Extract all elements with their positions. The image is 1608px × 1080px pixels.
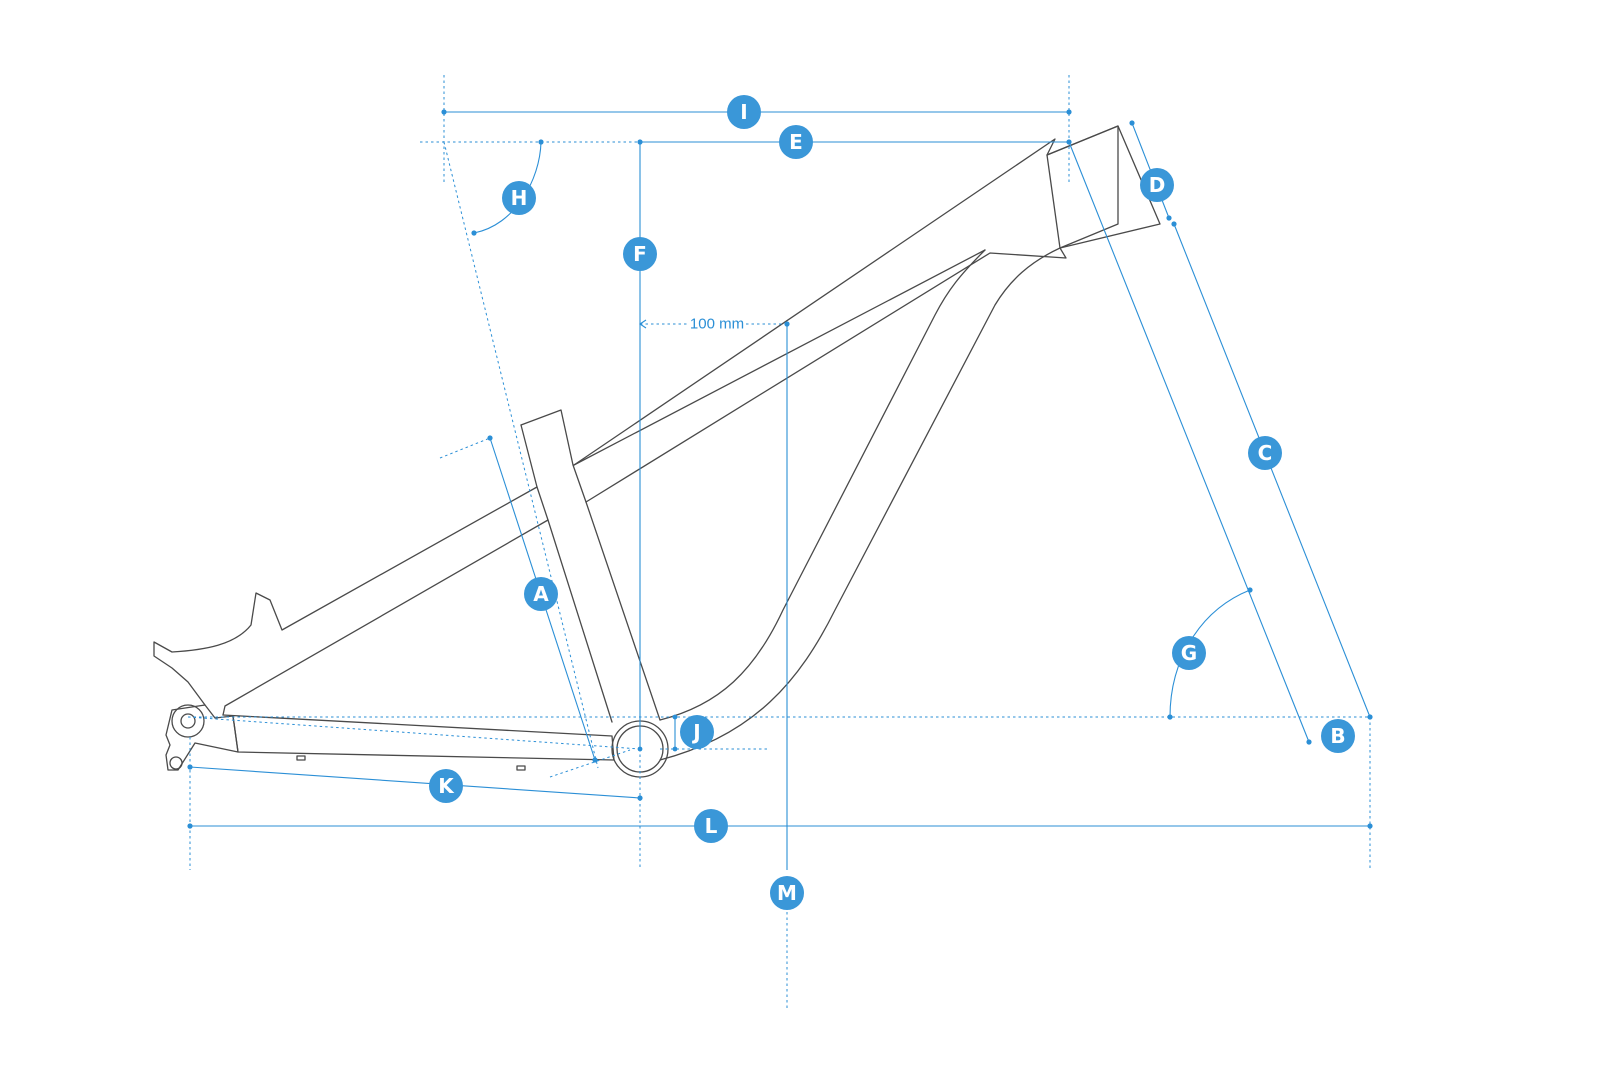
badge-H: H	[502, 181, 536, 215]
cable-guide	[516, 765, 526, 771]
badge-L-label: L	[705, 814, 718, 838]
badge-D: D	[1140, 168, 1174, 202]
head-tube	[1046, 125, 1161, 249]
badge-E: E	[779, 125, 813, 159]
badge-M-label: M	[777, 881, 797, 905]
badge-A-label: A	[533, 582, 549, 606]
badge-K: K	[429, 769, 463, 803]
offset-note: 100 mm	[690, 316, 744, 333]
top-tube-underside	[573, 249, 986, 466]
seat-tube	[520, 409, 661, 721]
badge-A: A	[524, 577, 558, 611]
badge-C: C	[1248, 436, 1282, 470]
down-tube-inner	[659, 249, 986, 721]
seat-tube-rear	[520, 424, 613, 723]
badge-I-label: I	[740, 100, 747, 124]
badge-G-label: G	[1181, 641, 1197, 665]
badge-M: M	[770, 876, 804, 910]
offset-note-bg	[688, 314, 746, 334]
badge-F-label: F	[633, 242, 647, 266]
badge-F: F	[623, 237, 657, 271]
badge-I: I	[727, 95, 761, 129]
top-tube	[573, 125, 1119, 503]
seat-stay-lower	[222, 519, 549, 716]
rear-axle-inner	[180, 713, 196, 729]
badge-D-label: D	[1149, 173, 1166, 197]
badge-E-label: E	[789, 130, 803, 154]
dropout-hole	[169, 756, 183, 770]
cable-guide	[296, 755, 306, 761]
rear-axle	[171, 704, 205, 738]
seat-stay	[153, 486, 538, 706]
badge-H-label: H	[511, 186, 528, 210]
badge-L: L	[694, 809, 728, 843]
badge-B-label: B	[1330, 724, 1345, 748]
down-tube	[659, 247, 1061, 761]
badge-C-label: C	[1258, 441, 1273, 465]
badge-K-label: K	[438, 774, 455, 798]
bike-frame	[153, 125, 1161, 778]
dimension-lines	[187, 75, 1373, 1008]
badge-J: J	[680, 715, 714, 749]
chain-stay	[222, 714, 615, 761]
badge-B: B	[1321, 719, 1355, 753]
rear-dropout	[165, 704, 239, 771]
badge-J-label: J	[691, 720, 700, 744]
badge-G: G	[1172, 636, 1206, 670]
